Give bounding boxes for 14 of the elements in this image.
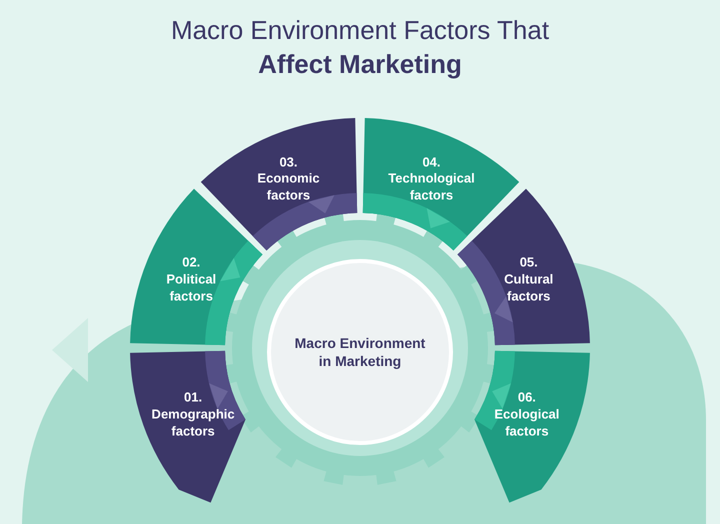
segment-number: 02. bbox=[181, 254, 202, 272]
segment-number: 06. bbox=[516, 390, 537, 407]
segment-number: 01. bbox=[183, 390, 204, 407]
segment-label: Technological factors bbox=[388, 171, 475, 205]
segment-number: 03. bbox=[278, 154, 299, 172]
title: Macro Environment Factors That Affect Marketing bbox=[170, 14, 550, 81]
segment-label: Demographic factors bbox=[152, 406, 235, 441]
center-label: Macro Environment in Marketing bbox=[294, 334, 426, 370]
segment-label: Political factors bbox=[166, 271, 216, 306]
segment-label: Ecological factors bbox=[494, 406, 560, 441]
segment-number: 05. bbox=[518, 254, 539, 272]
segment-number: 04. bbox=[421, 154, 442, 172]
segment-label: Cultural factors bbox=[504, 271, 554, 306]
segment-label: Economic factors bbox=[257, 171, 320, 205]
